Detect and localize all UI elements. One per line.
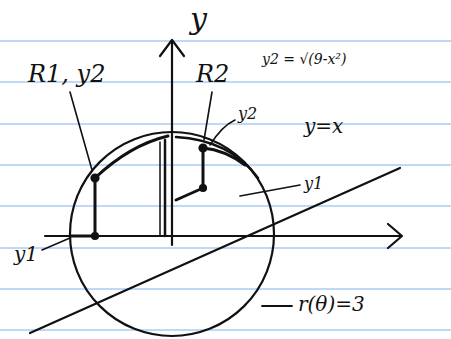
line-equation: y=x — [304, 116, 343, 136]
curve-label: y1 — [304, 176, 323, 192]
region-label: R2 — [196, 62, 229, 86]
region-label: R1, y2 — [28, 62, 105, 86]
radius-note: r(θ)=3 — [298, 294, 365, 314]
axis-label: y — [190, 4, 207, 34]
curve-label: y1 — [14, 244, 38, 264]
curve-label: y2 — [238, 106, 257, 122]
curve-equation: y2 = √(9-x²) — [262, 52, 346, 66]
